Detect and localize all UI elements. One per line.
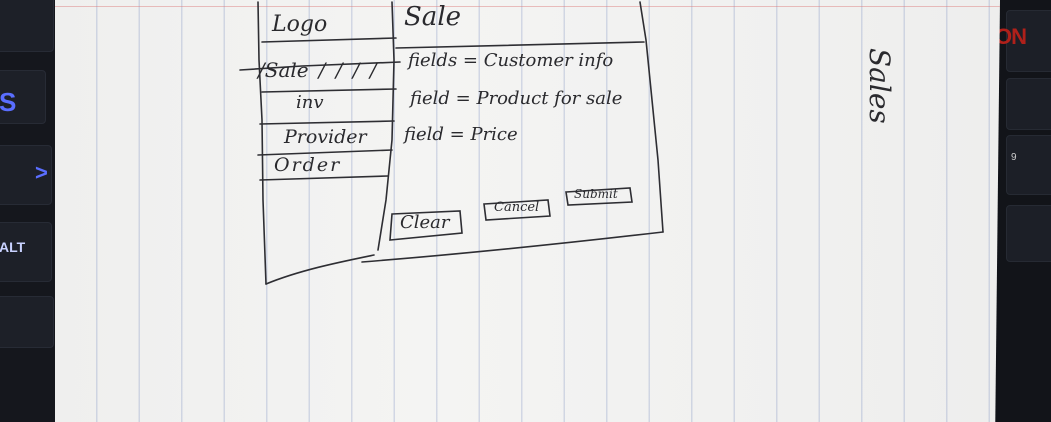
keyboard-key-alt: ALT — [0, 222, 52, 282]
clear-button-box — [389, 210, 463, 241]
keyboard-key-9: 9 — [1006, 135, 1051, 195]
field-customer-info[interactable]: fields = Customer info — [408, 50, 614, 71]
cancel-button-box — [483, 199, 551, 221]
header-divider — [261, 37, 397, 43]
sidebar-item-sale[interactable]: /Sale / / / / — [258, 58, 379, 82]
keyboard-key — [1006, 78, 1051, 130]
sidebar-item-inv[interactable]: inv — [296, 92, 324, 113]
page-title: Sale — [404, 2, 462, 32]
cancel-button[interactable]: Cancel — [494, 200, 540, 215]
sidebar-item-provider[interactable]: Provider — [284, 126, 367, 148]
submit-button[interactable]: Submit — [574, 187, 618, 201]
keyboard-key — [1006, 10, 1051, 72]
keyboard-key-arrow: > — [0, 145, 52, 205]
keyboard-key — [1006, 205, 1051, 262]
nav-divider-1 — [261, 88, 397, 93]
submit-button-box — [565, 187, 633, 206]
field-price[interactable]: field = Price — [404, 124, 518, 145]
logo-label: Logo — [272, 12, 328, 37]
sidebar-left-edge — [257, 1, 267, 285]
nav-divider-2 — [259, 120, 395, 125]
keyboard-right: 9 — [1000, 0, 1051, 422]
sidebar-bottom-curve — [265, 254, 375, 285]
sidebar-item-order[interactable]: Order — [274, 154, 342, 176]
keyboard-key — [0, 0, 54, 52]
keyboard-key-s: S — [0, 70, 46, 124]
main-right-edge — [639, 1, 664, 233]
sidebar-item-label: Sale — [264, 58, 309, 82]
nav-divider-3 — [257, 149, 393, 156]
notebook-paper — [55, 0, 1000, 422]
main-bottom-line — [361, 231, 664, 263]
paper-red-rule — [55, 6, 1000, 7]
nav-divider-4 — [259, 175, 389, 181]
active-indicator: / — [258, 58, 265, 82]
main-header-line — [395, 41, 645, 49]
sidebar-right-edge — [377, 1, 395, 251]
keyboard-brand-logo: ON — [995, 24, 1027, 49]
keyboard-left: S > ALT — [0, 0, 60, 422]
field-product-for-sale[interactable]: field = Product for sale — [410, 88, 623, 109]
clear-button[interactable]: Clear — [400, 212, 450, 233]
selection-hatch-marks: / / / / — [318, 58, 379, 82]
nav-top-line — [239, 61, 401, 71]
sales-side-label: Sales — [863, 48, 896, 124]
keyboard-key — [0, 296, 54, 348]
